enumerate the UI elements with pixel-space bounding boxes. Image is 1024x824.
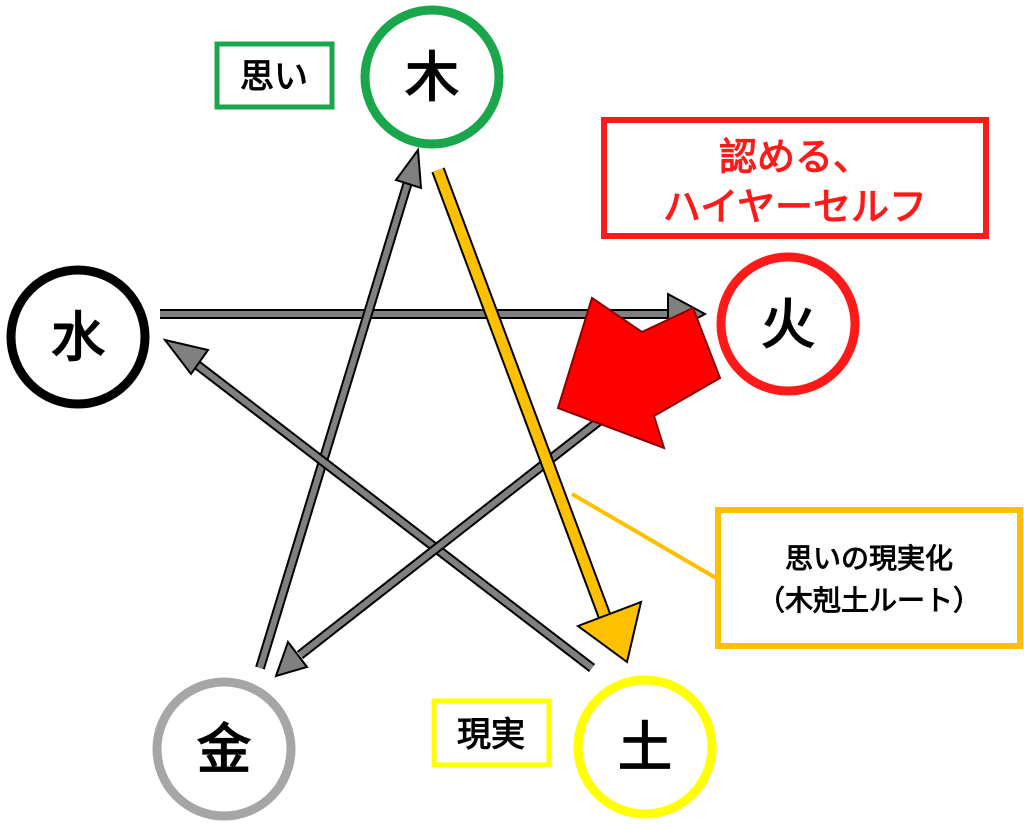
- arrow-metal-to-wood: [255, 147, 423, 670]
- node-fire-label: 火: [761, 293, 815, 356]
- node-metal-label: 金: [196, 718, 252, 781]
- callout-higher-self-line2: ハイヤーセルフ: [663, 185, 927, 229]
- arrow-earth-to-water: [162, 338, 596, 672]
- node-water: 水: [6, 265, 150, 409]
- callout-thought-realization-line2: （木剋土ルート）: [757, 584, 981, 617]
- callout-thought-realization-line1: 思いの現実化: [785, 542, 953, 575]
- emphasis-arrow: [556, 296, 722, 450]
- node-metal: 金: [152, 677, 296, 821]
- callout-higher-self-line1: 認める、: [719, 135, 871, 179]
- node-wood-label: 木: [405, 46, 459, 109]
- arrow-wood-to-earth-route: [431, 167, 643, 664]
- label-reality: 現実: [431, 698, 552, 768]
- node-earth: 土: [573, 675, 717, 819]
- node-wood: 木: [360, 5, 504, 149]
- callout-higher-self: 認める、 ハイヤーセルフ: [601, 117, 989, 239]
- callout-connector-line: [570, 492, 718, 580]
- callout-thought-realization: 思いの現実化 （木剋土ルート）: [715, 507, 1023, 649]
- node-fire: 火: [716, 252, 860, 396]
- node-water-label: 水: [51, 306, 106, 369]
- label-reality-text: 現実: [457, 715, 525, 755]
- label-thought-text: 思い: [240, 57, 308, 97]
- node-earth-label: 土: [618, 716, 672, 779]
- label-thought: 思い: [214, 41, 335, 110]
